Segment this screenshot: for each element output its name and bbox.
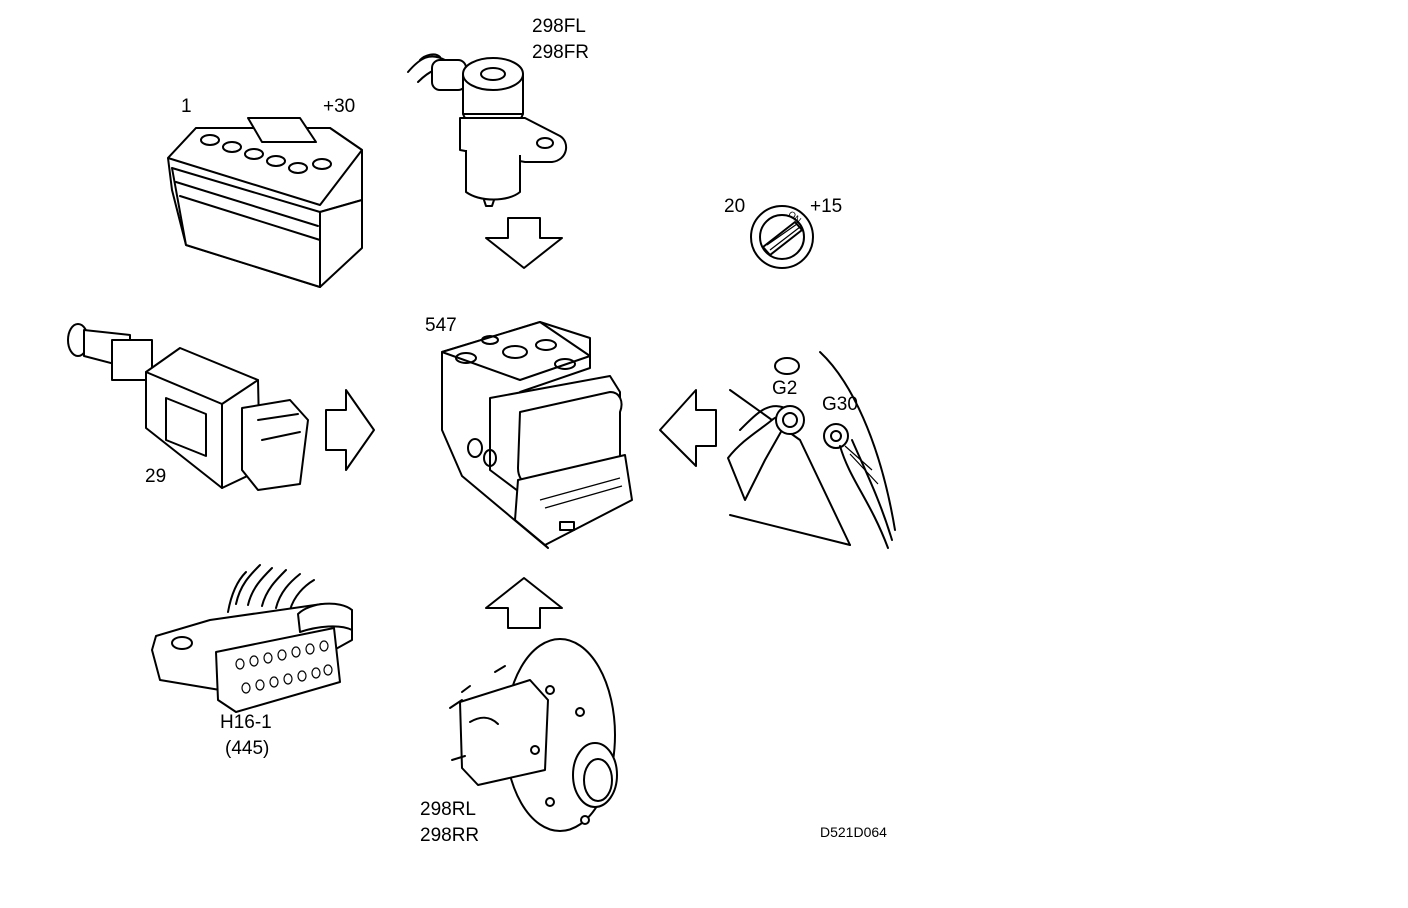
abs-unit-label: 547 [425,315,457,336]
ground-g30-label: G30 [822,394,858,415]
arrow-left-from-ground-points [659,389,717,467]
rear-sensor-left-label: 298RL [420,799,476,820]
ground-points-illustration [727,351,896,549]
figure-code-label: D521D064 [820,824,887,840]
ignition-terminal-label: +15 [810,196,843,217]
arrow-down-from-front-sensors [485,217,563,269]
abs-control-unit-illustration [441,321,633,549]
ignition-number-label: 20 [724,196,746,217]
front-wheel-sensor-illustration [407,53,568,207]
brake-switch-label: 29 [145,466,167,487]
rear-wheel-hub-illustration [449,638,618,832]
arrow-right-from-brake-switch [325,389,375,471]
arrow-up-from-rear-sensors [485,577,563,629]
battery-terminal-label: +30 [323,96,356,117]
battery-illustration [167,117,363,288]
connector-name-label: H16-1 [220,712,272,733]
ground-g2-label: G2 [772,378,798,399]
rear-sensor-right-label: 298RR [420,825,480,846]
connector-number-label: (445) [225,738,270,759]
diagnostic-connector-illustration [151,564,353,713]
front-sensor-right-label: 298FR [532,42,590,63]
ignition-switch-illustration [750,205,814,269]
front-sensor-left-label: 298FL [532,16,586,37]
battery-number-label: 1 [181,96,192,117]
brake-light-switch-illustration [67,323,309,491]
